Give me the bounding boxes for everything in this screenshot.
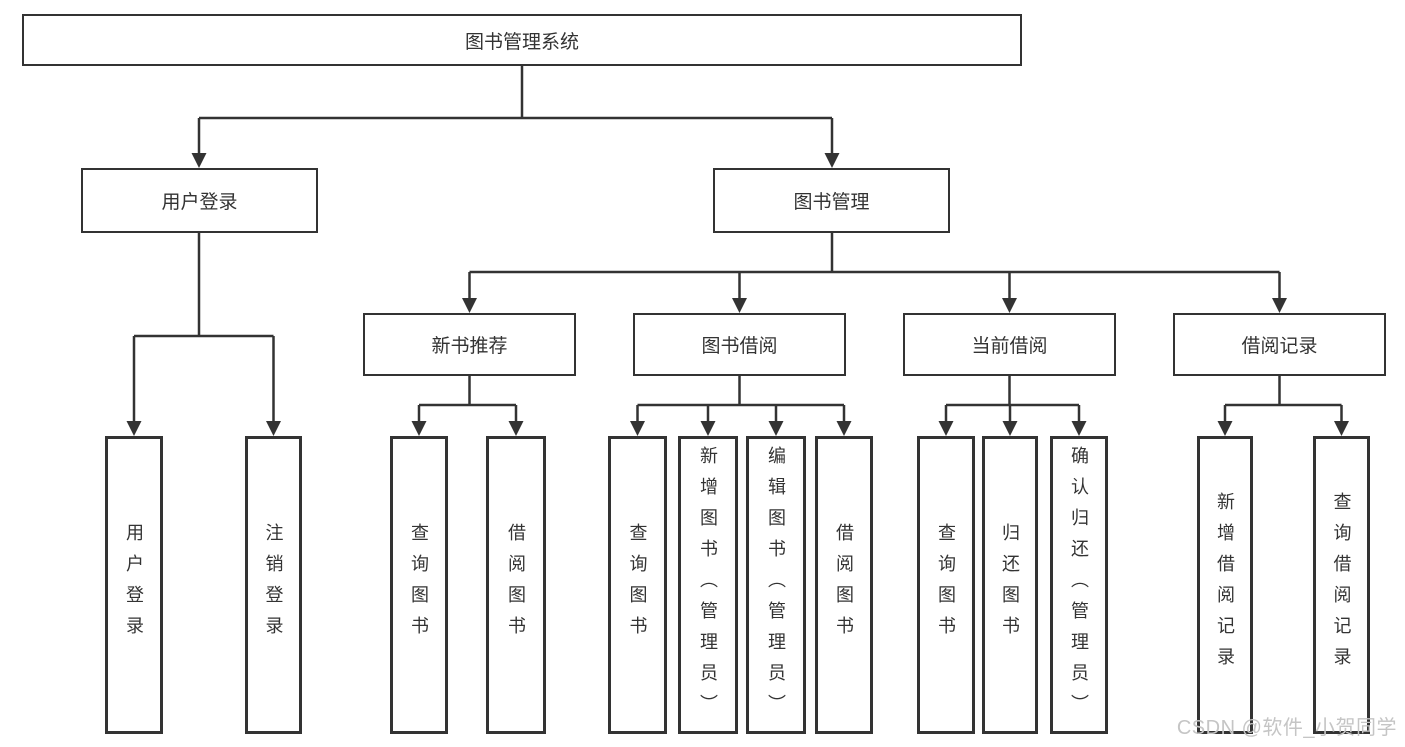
leaf-label: 新增借阅记录 xyxy=(1215,492,1235,678)
leaf-borrow-books-recommend: 借阅图书 xyxy=(486,436,546,734)
leaf-label: 用户登录 xyxy=(124,523,144,647)
node-label: 图书管理 xyxy=(793,192,870,213)
node-label: 当前借阅 xyxy=(971,336,1048,357)
node-new-book-recommendation: 新书推荐 xyxy=(363,313,576,376)
node-label: 新书推荐 xyxy=(431,336,508,357)
leaf-label: 确认归还（管理员） xyxy=(1069,445,1089,725)
node-label: 图书借阅 xyxy=(701,336,778,357)
node-user-login: 用户登录 xyxy=(81,168,318,233)
leaf-label: 查询借阅记录 xyxy=(1331,492,1352,678)
leaf-borrow-books: 借阅图书 xyxy=(815,436,873,734)
node-book-borrowing: 图书借阅 xyxy=(633,313,846,376)
leaf-query-books-current: 查询图书 xyxy=(917,436,975,734)
leaf-label: 注销登录 xyxy=(263,523,284,647)
node-current-borrowing: 当前借阅 xyxy=(903,313,1116,376)
node-label: 用户登录 xyxy=(161,192,238,213)
leaf-label: 查询图书 xyxy=(936,523,956,647)
leaf-add-borrow-record: 新增借阅记录 xyxy=(1197,436,1253,734)
leaf-label: 归还图书 xyxy=(1000,523,1020,647)
node-book-management: 图书管理 xyxy=(713,168,950,233)
leaf-edit-books-admin: 编辑图书（管理员） xyxy=(746,436,806,734)
node-borrowing-records: 借阅记录 xyxy=(1173,313,1386,376)
connector-paths xyxy=(132,66,1343,424)
leaf-label: 借阅图书 xyxy=(834,523,854,647)
leaf-label: 新增图书（管理员） xyxy=(698,445,718,725)
leaf-label: 查询图书 xyxy=(627,523,648,647)
leaf-add-books-admin: 新增图书（管理员） xyxy=(678,436,738,734)
leaf-return-books: 归还图书 xyxy=(982,436,1038,734)
leaf-query-books-recommend: 查询图书 xyxy=(390,436,448,734)
leaf-label: 查询图书 xyxy=(409,523,429,647)
leaf-query-borrow-record: 查询借阅记录 xyxy=(1313,436,1370,734)
leaf-label: 借阅图书 xyxy=(506,523,526,647)
node-label: 借阅记录 xyxy=(1241,336,1318,357)
node-library-management-system: 图书管理系统 xyxy=(22,14,1022,66)
leaf-label: 编辑图书（管理员） xyxy=(766,445,786,725)
leaf-logout: 注销登录 xyxy=(245,436,302,734)
leaf-confirm-return-admin: 确认归还（管理员） xyxy=(1050,436,1108,734)
arrowheads xyxy=(126,153,1349,436)
leaf-user-login: 用户登录 xyxy=(105,436,163,734)
leaf-query-books-borrow: 查询图书 xyxy=(608,436,667,734)
node-label: 图书管理系统 xyxy=(464,31,579,53)
